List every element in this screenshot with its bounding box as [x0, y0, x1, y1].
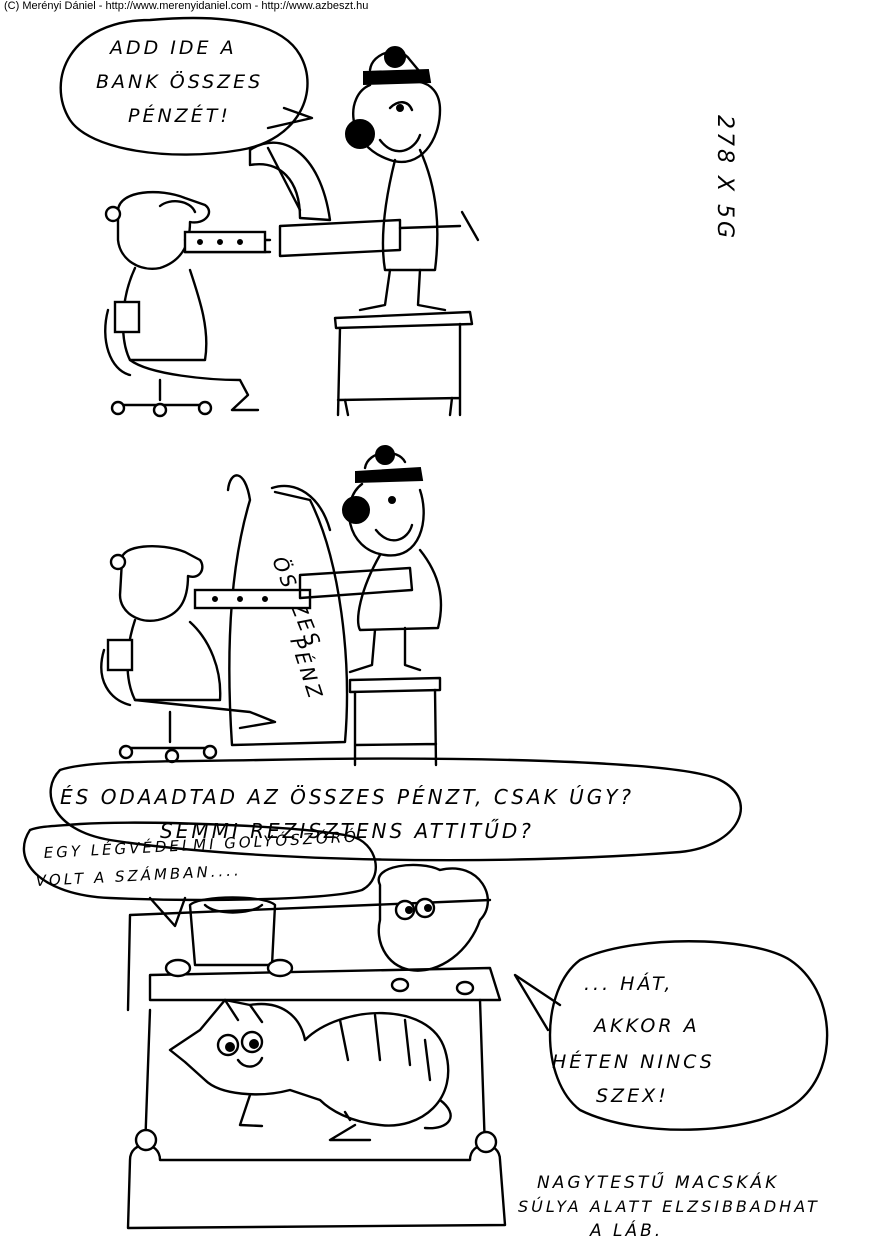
reply-line-2: AKKOR A [592, 1015, 700, 1037]
clown-robber [278, 46, 480, 312]
caption-line-1: NAGYTESTŰ MACSKÁK [537, 1171, 779, 1193]
caption-line-3: A LÁB. [589, 1219, 663, 1241]
question-line-2: SEMMI REZISZTENS ATTITŰD? [160, 819, 534, 843]
caption-line-2: SÚLYA ALATT ELZSIBBADHAT [518, 1197, 820, 1216]
panel-3: ÉS ODAADTAD AZ ÖSSZES PÉNZT, CSAK ÚGY? S… [22, 757, 829, 1241]
clown-robber-2 [298, 445, 443, 674]
man-in-bed [164, 896, 294, 978]
bank-teller [104, 190, 272, 418]
speech-bubble-question: ÉS ODAADTAD AZ ÖSSZES PÉNZT, CSAK ÚGY? S… [49, 757, 742, 862]
question-line-1: ÉS ODAADTAD AZ ÖSSZES PÉNZT, CSAK ÚGY? [60, 785, 634, 809]
speech-bubble-reply: ... HÁT, AKKOR A HÉTEN NINCS SZEX! [513, 940, 829, 1131]
panel-1: ADD IDE A BANK ÖSSZES PÉNZÉT! [59, 16, 480, 418]
speech-line-3: PÉNZÉT! [128, 104, 231, 127]
money-box [248, 141, 332, 222]
panel-2: ÖSSZES PÉNZ [100, 445, 443, 767]
excuse-line-2: VOLT A SZÁMBAN.... [35, 860, 242, 890]
side-note-text: 278 x 5G [712, 115, 737, 241]
speech-line-2: BANK ÖSSZES [96, 70, 263, 93]
reply-line-4: SZEX! [596, 1085, 669, 1107]
woman-in-bed [377, 863, 490, 996]
speech-bubble-robber: ADD IDE A BANK ÖSSZES PÉNZÉT! [59, 16, 314, 156]
bed [126, 898, 507, 1230]
fat-cat [168, 998, 452, 1142]
reply-line-3: HÉTEN NINCS [552, 1050, 715, 1073]
speech-bubble-excuse: EGY LÉGVÉDELMI GOLYÓSZÓRÓ VOLT A SZÁMBAN… [22, 821, 377, 928]
bank-teller-2 [100, 544, 312, 764]
money-sack: ÖSSZES PÉNZ [226, 474, 349, 747]
stool-2 [348, 676, 442, 767]
copyright-credit: (C) Merényi Dániel - http://www.merenyid… [4, 0, 369, 12]
reply-line-1: ... HÁT, [584, 972, 673, 995]
speech-line-1: ADD IDE A [108, 37, 237, 59]
stool [333, 310, 474, 417]
side-note: 278 x 5G [712, 115, 737, 241]
caption: NAGYTESTŰ MACSKÁK SÚLYA ALATT ELZSIBBADH… [518, 1171, 820, 1241]
